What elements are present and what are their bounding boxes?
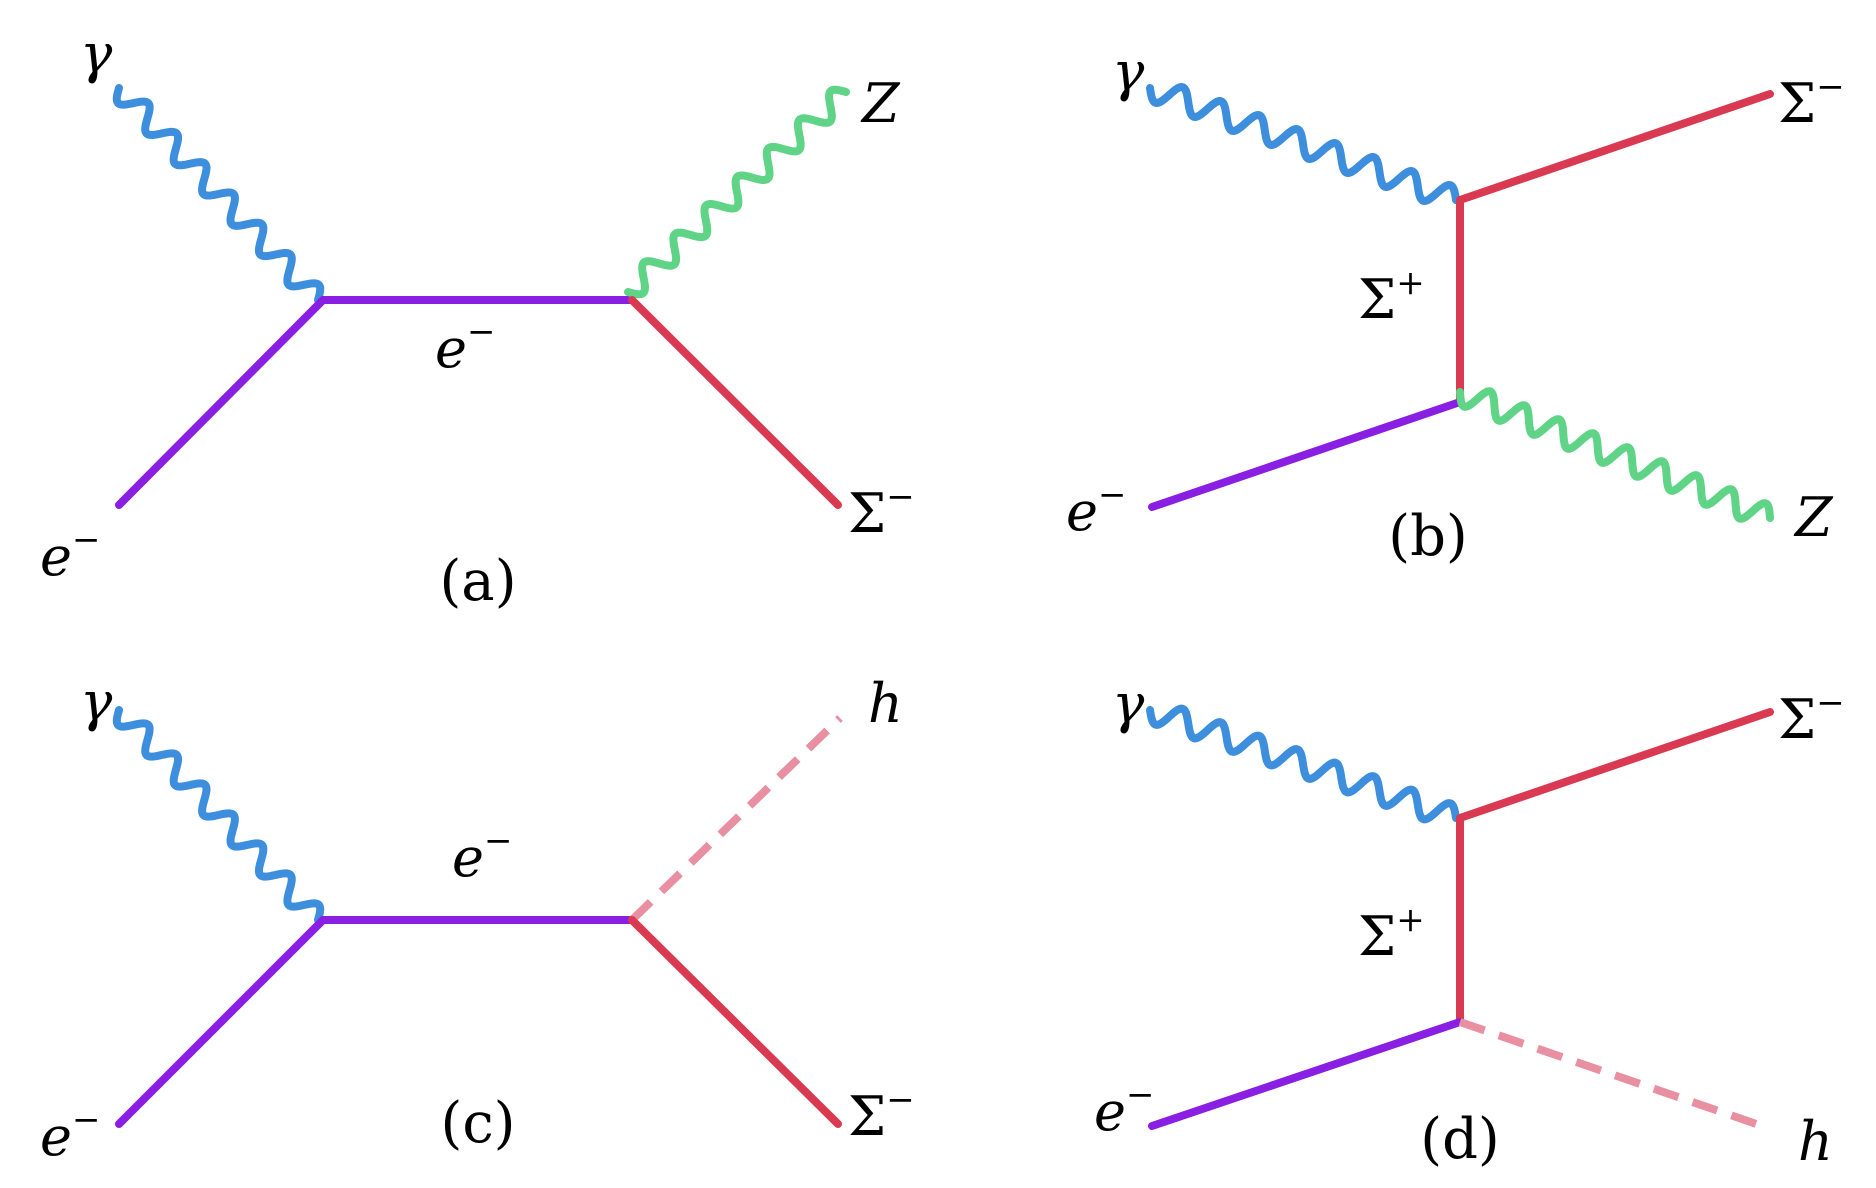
- electron-in-line-c: [115, 916, 327, 1128]
- electron-in-charge-b: −: [1098, 475, 1127, 515]
- diagram-c: γ e− e− h Σ− (c): [40, 670, 915, 1168]
- caption-b: (b): [1388, 504, 1468, 569]
- sigma-out-charge-d: −: [1816, 683, 1845, 723]
- propagator-label-a: e−: [435, 312, 495, 380]
- sigma-out-symbol-b: Σ: [1778, 72, 1816, 135]
- diagram-b: γ e− Σ+ Σ− Z (b): [1066, 40, 1845, 569]
- higgs-label-c: h: [868, 672, 903, 735]
- diagram-a: γ e− e− Z Σ− (a): [40, 22, 915, 614]
- z-boson-label-a: Z: [860, 72, 901, 135]
- diagram-d: γ e− Σ+ Σ− h (d): [1094, 672, 1845, 1173]
- propagator-symbol-b: Σ: [1358, 268, 1396, 331]
- z-boson-line-b: [1456, 387, 1774, 523]
- photon-label-d: γ: [1112, 672, 1145, 735]
- electron-in-symbol-c: e: [40, 1105, 72, 1168]
- photon-line-d: [1146, 704, 1460, 824]
- sigma-out-charge-c: −: [886, 1080, 915, 1120]
- sigma-out-label-c: Σ−: [848, 1080, 915, 1148]
- electron-in-label-c: e−: [40, 1100, 100, 1168]
- electron-in-label-d: e−: [1094, 1075, 1154, 1143]
- electron-in-label-a: e−: [40, 520, 100, 588]
- propagator-label-c: e−: [452, 821, 512, 889]
- higgs-line-c: [629, 715, 843, 923]
- electron-in-charge-d: −: [1126, 1075, 1155, 1115]
- sigma-out-label-b: Σ−: [1778, 67, 1845, 135]
- sigma-out-line-a: [628, 296, 842, 509]
- photon-line-b: [1146, 83, 1460, 205]
- z-boson-label-b: Z: [1793, 486, 1834, 549]
- sigma-out-line-d: [1456, 708, 1774, 822]
- electron-in-line-a: [115, 296, 327, 509]
- electron-in-charge-c: −: [72, 1100, 101, 1140]
- sigma-out-label-a: Σ−: [848, 477, 915, 545]
- sigma-out-line-c: [628, 916, 842, 1128]
- sigma-out-label-d: Σ−: [1778, 683, 1845, 751]
- propagator-symbol-c: e: [452, 826, 484, 889]
- electron-in-line-d: [1148, 1018, 1464, 1130]
- electron-in-charge-a: −: [72, 520, 101, 560]
- electron-in-symbol-d: e: [1094, 1080, 1126, 1143]
- higgs-line-d: [1458, 1018, 1770, 1132]
- electron-in-symbol-b: e: [1066, 480, 1098, 543]
- caption-d: (d): [1420, 1107, 1500, 1172]
- propagator-charge-c: −: [484, 821, 513, 861]
- photon-line-a: [112, 84, 325, 304]
- propagator-symbol-d: Σ: [1358, 905, 1396, 968]
- propagator-charge-b: +: [1396, 263, 1425, 303]
- electron-in-symbol-a: e: [40, 525, 72, 588]
- sigma-out-charge-b: −: [1816, 67, 1845, 107]
- sigma-out-symbol-c: Σ: [848, 1085, 886, 1148]
- electron-in-line-b: [1148, 398, 1464, 511]
- propagator-charge-d: +: [1396, 900, 1425, 940]
- caption-a: (a): [439, 549, 516, 614]
- propagator-charge-a: −: [467, 312, 496, 352]
- photon-label-a: γ: [80, 22, 113, 85]
- propagator-symbol-a: e: [435, 317, 467, 380]
- photon-label-c: γ: [80, 670, 113, 733]
- sigma-out-symbol-d: Σ: [1778, 688, 1816, 751]
- higgs-label-d: h: [1798, 1110, 1833, 1173]
- propagator-label-b: Σ+: [1358, 263, 1425, 331]
- sigma-out-symbol-a: Σ: [848, 482, 886, 545]
- z-boson-line-a: [624, 85, 850, 299]
- sigma-out-line-b: [1456, 90, 1774, 204]
- caption-c: (c): [440, 1091, 515, 1156]
- photon-label-b: γ: [1112, 40, 1145, 103]
- sigma-out-charge-a: −: [886, 477, 915, 517]
- photon-line-c: [112, 706, 325, 924]
- electron-in-label-b: e−: [1066, 475, 1126, 543]
- propagator-label-d: Σ+: [1358, 900, 1425, 968]
